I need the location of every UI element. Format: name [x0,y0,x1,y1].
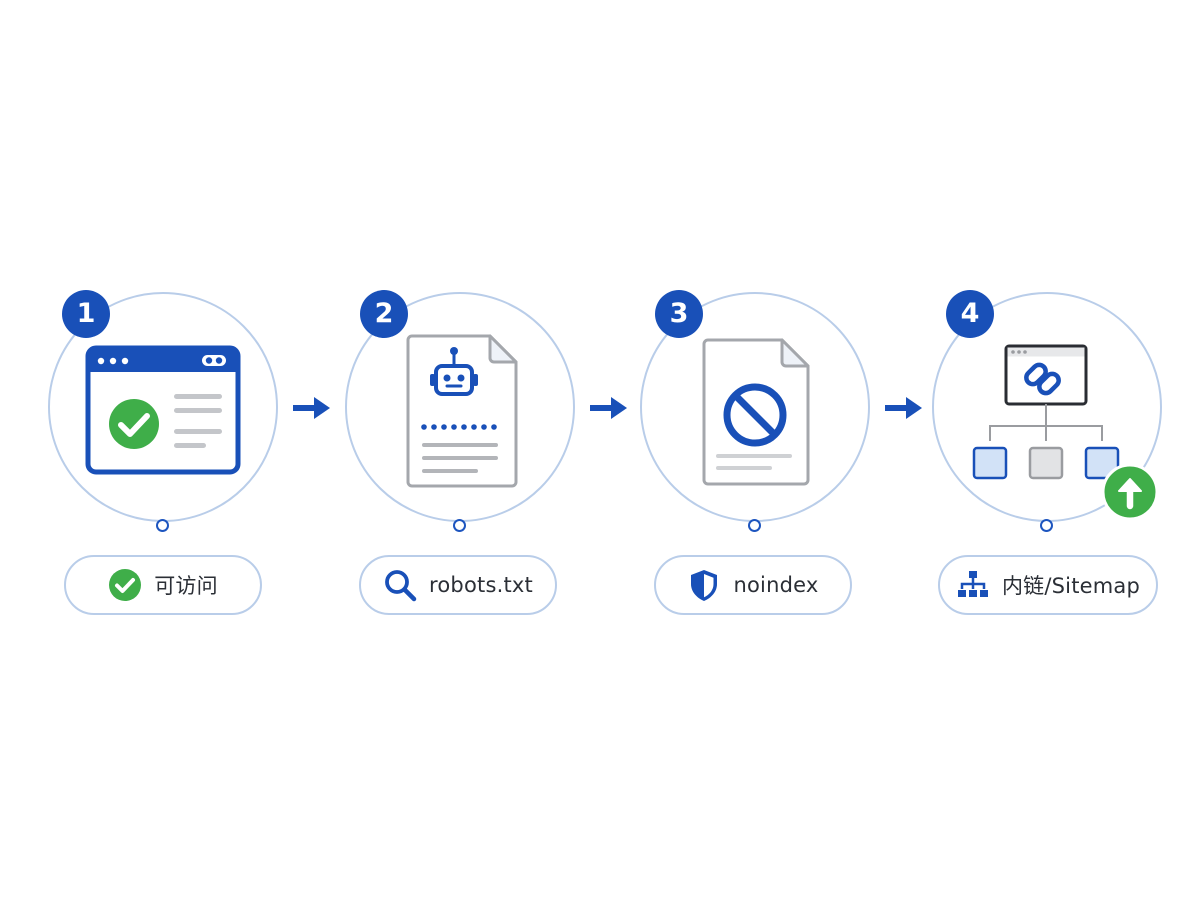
robot-icon [430,347,478,396]
browser-dot-3 [121,357,129,365]
step-2-connector-dot [453,519,466,532]
step-4-label: 内链/Sitemap [1001,574,1141,598]
browser-dot-1 [97,357,105,365]
step-3-connector-dot [748,519,761,532]
browser-window-check-illustration [85,345,241,475]
shield-icon [691,570,718,601]
step-1-number-badge: 1 [62,290,110,338]
document-robot-illustration [406,334,518,488]
document-blocked-illustration [702,338,810,486]
sitemap-icon [957,571,988,597]
step-4-number-badge: 4 [946,290,994,338]
browser-dot-2 [109,357,117,365]
step-3-label-pill: noindex [654,555,852,615]
tree-node-right [1084,446,1120,480]
step-3-number-badge: 3 [655,290,703,338]
link-icon [1024,362,1061,396]
link-window [1004,344,1088,406]
check-circle-icon [109,569,142,601]
step-1-connector-dot [156,519,169,532]
upload-badge-icon [1101,463,1159,521]
browser-title-bar [88,348,238,372]
link-tree-upload-illustration [972,344,1159,521]
document-fold [488,334,518,364]
step-2-number-badge: 2 [360,290,408,338]
step-4-label-pill: 内链/Sitemap [938,555,1158,615]
tree-connectors [989,404,1103,441]
tree-node-left [972,446,1008,480]
blocked-icon [723,383,787,447]
step-1-label: 可访问 [154,574,218,598]
step-2-label-pill: robots.txt [359,555,557,615]
step-1-label-pill: 可访问 [64,555,262,615]
robot-dots-row [421,424,497,430]
step-2-label: robots.txt [429,573,533,597]
step-4-connector-dot [1040,519,1053,532]
check-badge-icon [109,399,159,449]
arrow-right-icon [885,397,922,419]
search-icon [385,570,417,602]
tree-node-middle [1028,446,1064,480]
step-3-label: noindex [733,573,819,597]
arrow-right-icon [293,397,330,419]
arrow-right-icon [590,397,627,419]
browser-toggle [202,355,226,366]
document-fold [780,338,810,368]
